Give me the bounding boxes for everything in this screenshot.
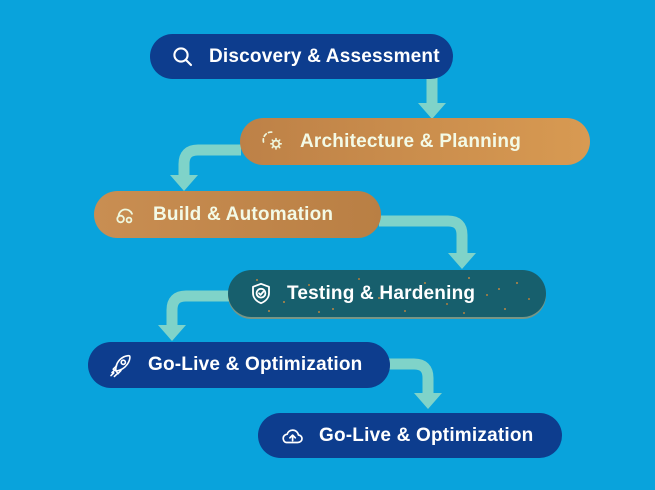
arrowhead-1 <box>418 103 446 119</box>
stage-label: Architecture & Planning <box>300 130 522 152</box>
stage-discovery-assessment: Discovery & Assessment <box>150 34 453 79</box>
arrow-3 <box>379 215 468 255</box>
stage-golive-optimization-rocket: Go-Live & Optimization <box>88 342 390 388</box>
speckle-texture <box>228 270 230 272</box>
stage-golive-optimization-cloud: Go-Live & Optimization <box>258 413 562 458</box>
arrowhead-2 <box>170 175 198 191</box>
stage-label: Discovery & Assessment <box>209 45 440 67</box>
arrowhead-5 <box>414 393 442 409</box>
arrow-5 <box>389 358 434 395</box>
stage-build-automation: Build & Automation <box>94 191 381 238</box>
arrow-4 <box>166 290 229 327</box>
arrowhead-4 <box>158 325 186 341</box>
stage-label: Go-Live & Optimization <box>319 424 534 446</box>
automation-icon <box>114 201 140 228</box>
rocket-icon <box>108 352 135 379</box>
arrow-2 <box>178 144 241 177</box>
shield-check-icon <box>248 281 274 307</box>
stage-testing-hardening: Testing & Hardening <box>228 270 546 317</box>
arrowhead-3 <box>448 253 476 269</box>
search-icon <box>170 44 196 70</box>
stage-label: Go-Live & Optimization <box>148 354 363 375</box>
stage-label: Testing & Hardening <box>287 282 476 304</box>
gears-icon <box>260 129 287 155</box>
stage-label: Build & Automation <box>153 203 334 225</box>
stage-architecture-planning: Architecture & Planning <box>240 118 590 165</box>
cloud-upload-icon <box>278 423 306 449</box>
